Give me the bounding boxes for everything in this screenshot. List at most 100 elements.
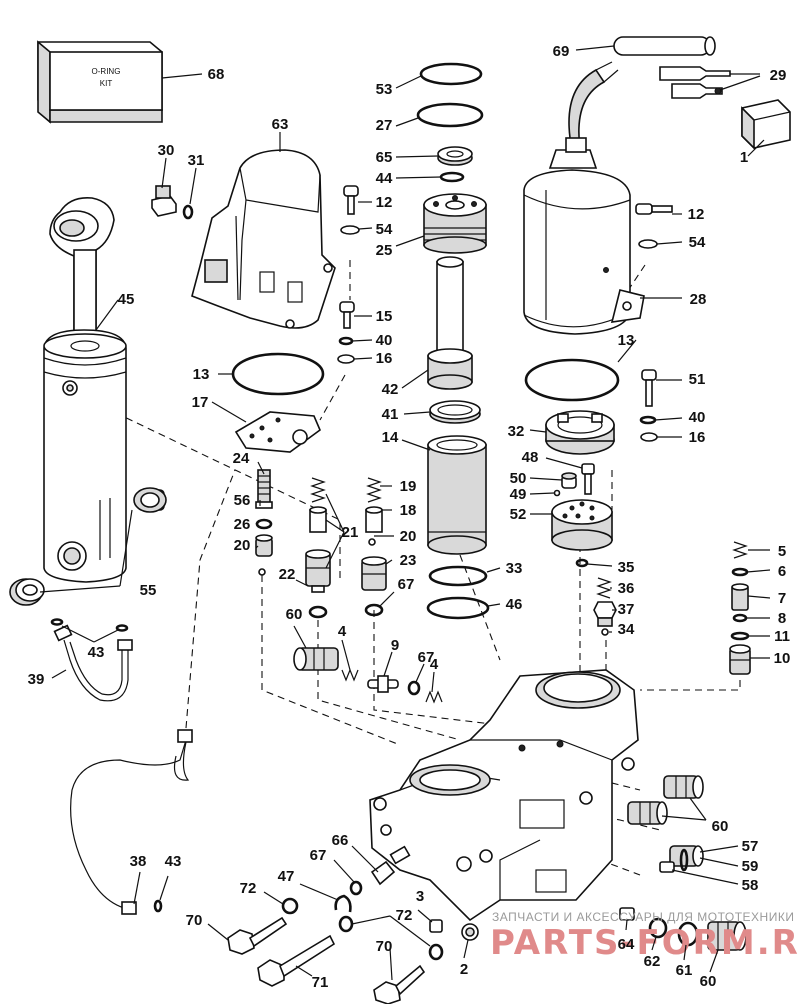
o-ring-40-right: [639, 415, 657, 425]
bushing-55-upper: [133, 487, 167, 513]
callout-71: 71: [312, 974, 329, 991]
callout-47: 47: [278, 868, 295, 885]
ball-20-right: [368, 538, 376, 546]
callout-66: 66: [332, 832, 349, 849]
callout-31: 31: [188, 152, 205, 169]
ball-49: [553, 489, 561, 497]
callout-26: 26: [234, 516, 251, 533]
o-ring-26: [255, 518, 273, 530]
callout-11: 11: [774, 628, 790, 645]
callout-22: 22: [279, 566, 296, 583]
screw-15: [339, 301, 355, 329]
callout-58: 58: [742, 877, 759, 894]
o-ring-62: [648, 917, 668, 939]
callout-20b: 20: [400, 528, 417, 545]
callout-54a: 54: [376, 221, 393, 238]
o-ring-61: [677, 921, 699, 947]
leader-lines: [39, 45, 771, 981]
callout-12b: 12: [688, 206, 705, 223]
callout-46: 46: [506, 596, 523, 613]
spring-21: [310, 477, 326, 503]
callout-37: 37: [618, 601, 635, 618]
callout-40b: 40: [689, 409, 706, 426]
wire-terminals: [659, 66, 731, 99]
plug-3: [429, 919, 443, 933]
cylinder-sleeve-14: [427, 435, 487, 555]
callout-45: 45: [118, 291, 135, 308]
callout-33: 33: [506, 560, 523, 577]
callout-4a: 4: [338, 623, 347, 640]
o-ring-67-upper: [364, 603, 384, 617]
callout-64: 64: [618, 936, 635, 953]
callout-44: 44: [376, 170, 393, 187]
valve-body-23: [361, 556, 387, 591]
callout-61: 61: [676, 962, 693, 979]
callout-17: 17: [192, 394, 209, 411]
trim-cylinder-45: [43, 196, 127, 583]
callout-53: 53: [376, 81, 393, 98]
washer-72-left: [281, 897, 299, 915]
o-ring-8: [732, 613, 748, 623]
washer-16-left: [337, 354, 355, 364]
watermark: ЗАПЧАСТИ И АКСЕССУАРЫ ДЛЯ МОТОТЕХНИКИ PA…: [490, 910, 800, 963]
callout-16b: 16: [689, 429, 706, 446]
callout-55: 55: [140, 582, 157, 599]
washer-54-left: [340, 225, 360, 235]
bolt-70-left: [227, 916, 288, 955]
shaft-9: [367, 675, 399, 693]
tube-38: [70, 729, 193, 915]
spring-36: [596, 577, 612, 599]
clip-47: [334, 894, 352, 913]
ring-41: [429, 400, 481, 424]
callout-72a: 72: [240, 880, 257, 897]
plug-30: [151, 185, 177, 217]
o-ring-43-tube-right: [115, 624, 129, 632]
washer-72-middle: [338, 915, 354, 933]
o-ring-44: [439, 171, 465, 183]
callout-60a: 60: [286, 606, 303, 623]
ball-34: [601, 628, 609, 636]
spring-4-right: [425, 690, 443, 704]
watermark-line2: PARTS-FORM.RU: [490, 923, 800, 963]
callout-42: 42: [382, 381, 399, 398]
screw-12-right: [635, 203, 673, 215]
callout-67c: 67: [310, 847, 327, 864]
pump-body-52: [551, 499, 613, 551]
fitting-66: [370, 845, 411, 886]
callout-59: 59: [742, 858, 759, 875]
kit-label-line2: KIT: [100, 79, 113, 88]
ball-20-left: [258, 568, 266, 576]
callout-67a: 67: [398, 576, 415, 593]
check-valve-60: [293, 647, 339, 671]
screw-12-left: [343, 185, 359, 215]
callout-25: 25: [376, 242, 393, 259]
cylinder-cap-25: [423, 193, 487, 254]
valve-screw-24: [255, 469, 273, 509]
callout-14: 14: [382, 429, 399, 446]
o-ring-35: [575, 558, 589, 568]
callout-52: 52: [510, 506, 527, 523]
callout-2: 2: [460, 961, 468, 978]
o-ring-6: [731, 567, 749, 577]
callout-69: 69: [553, 43, 570, 60]
bolt-71: [257, 934, 336, 987]
callout-49: 49: [510, 486, 527, 503]
screw-48: [581, 463, 595, 495]
spring-5: [732, 541, 748, 559]
o-ring-40-left: [338, 336, 354, 346]
pump-motor-28: [523, 61, 645, 335]
valve-60-bottom: [707, 921, 747, 951]
callout-4b: 4: [430, 656, 439, 673]
piston-rod-42: [427, 256, 473, 390]
o-ring-67-middle: [407, 680, 421, 696]
callout-48: 48: [522, 449, 539, 466]
callout-13a: 13: [193, 366, 210, 383]
callout-72b: 72: [396, 907, 413, 924]
callout-12a: 12: [376, 194, 393, 211]
washer-16-right: [640, 432, 658, 442]
callout-65: 65: [376, 149, 393, 166]
bushing-55-lower: [9, 578, 45, 606]
callout-32: 32: [508, 423, 525, 440]
callout-56: 56: [234, 492, 251, 509]
spring-4-left: [341, 668, 359, 682]
